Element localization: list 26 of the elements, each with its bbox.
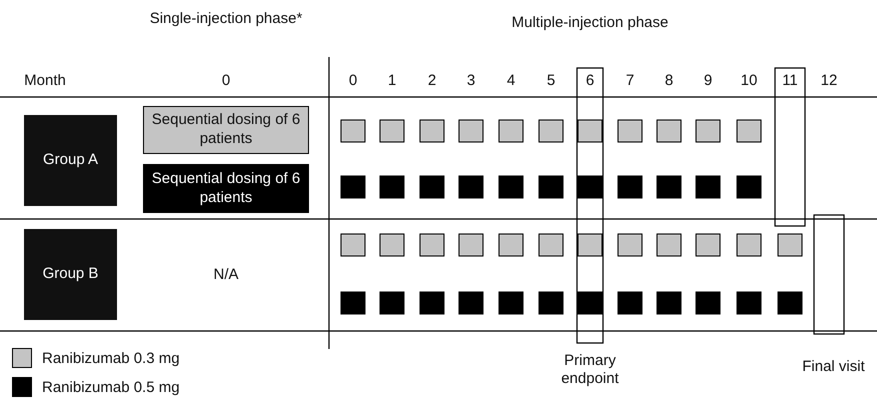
- month-number: 8: [664, 72, 674, 90]
- dosing-box: Sequential dosing of 6 patients: [143, 164, 309, 213]
- legend-text: Ranibizumab 0.5 mg: [42, 378, 180, 396]
- month-number: 4: [506, 72, 516, 90]
- month-number: 7: [624, 72, 636, 90]
- column-note: Primary endpoint: [560, 352, 620, 388]
- month-number: 10: [740, 72, 758, 90]
- month-number: 0: [348, 72, 358, 90]
- not-applicable-text: N/A: [212, 266, 240, 284]
- month-number: 12: [820, 72, 838, 90]
- month-number: 1: [386, 72, 398, 90]
- phase-heading: Single-injection phase*: [148, 10, 304, 28]
- month-number: 9: [702, 72, 714, 90]
- month-number: 2: [426, 72, 438, 90]
- legend-text: Ranibizumab 0.3 mg: [42, 350, 180, 366]
- column-note: Final visit: [801, 358, 866, 376]
- dosing-box: Sequential dosing of 6 patients: [143, 106, 309, 154]
- month-number: 3: [466, 72, 476, 90]
- group-box: Group A: [24, 115, 117, 206]
- month-number: 5: [546, 72, 556, 90]
- month-number: 6: [584, 72, 596, 90]
- month-number: 0: [220, 72, 232, 90]
- phase-heading: Multiple-injection phase: [510, 14, 670, 32]
- axis-title: Month: [23, 72, 67, 90]
- group-box: Group B: [24, 229, 117, 320]
- month-number: 11: [781, 72, 799, 90]
